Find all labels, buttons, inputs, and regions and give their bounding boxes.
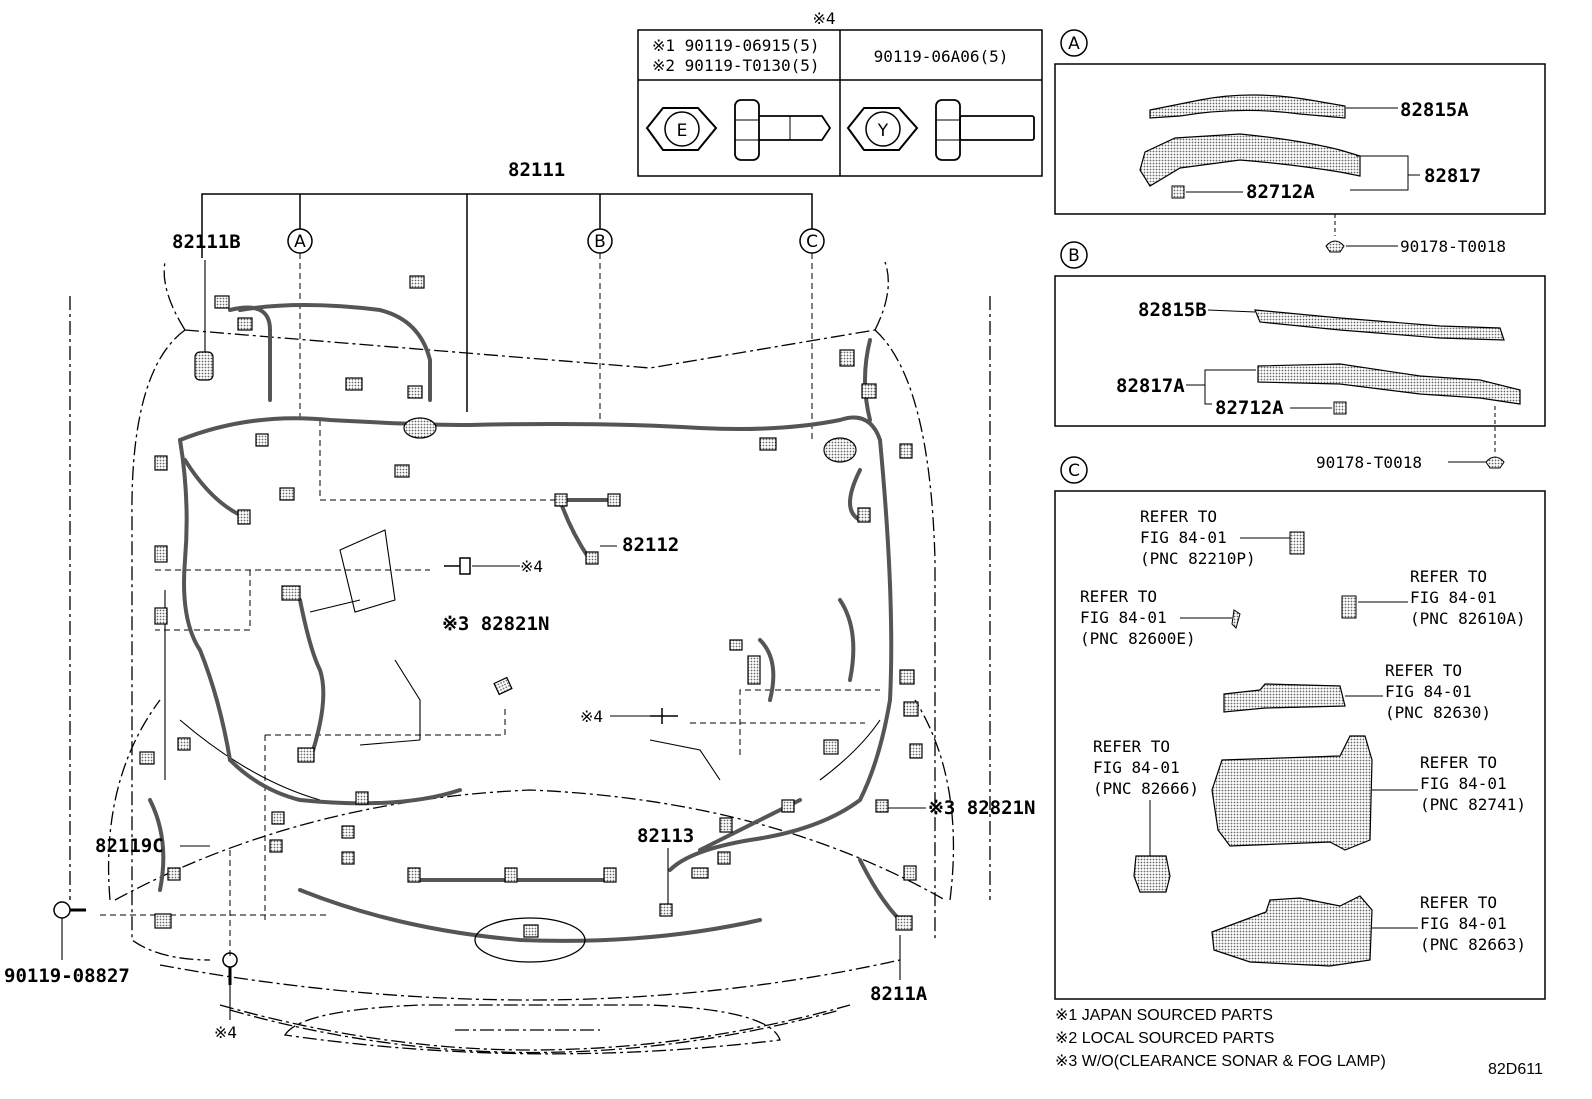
part-82712a-b-icon — [1333, 401, 1347, 415]
refer-82666: REFER TO FIG 84-01 (PNC 82666) — [1093, 737, 1199, 893]
refer-82610a: REFER TO FIG 84-01 (PNC 82610A) — [1341, 567, 1526, 628]
leader-lines — [61, 260, 926, 1020]
spec-right: 90119-06A06(5) — [874, 47, 1009, 66]
svg-text:REFER TO: REFER TO — [1420, 753, 1497, 772]
engine-parts — [164, 529, 881, 801]
part-82666-icon — [1133, 855, 1171, 893]
refer-82210p: REFER TO FIG 84-01 (PNC 82210P) — [1140, 507, 1305, 568]
footnote-3: ※3 W/O(CLEARANCE SONAR & FOG LAMP) — [1055, 1053, 1386, 1070]
label-82119c: 82119C — [95, 835, 164, 857]
harness-82111-label: 82111 — [508, 159, 565, 181]
svg-text:(PNC 82741): (PNC 82741) — [1420, 795, 1526, 814]
clip-icon-a — [1325, 240, 1345, 253]
svg-text:FIG 84-01: FIG 84-01 — [1420, 774, 1507, 793]
label-note4-mid: ※4 — [580, 707, 603, 726]
part-82817a-icon — [1257, 363, 1521, 405]
part-82815a-icon — [1149, 94, 1346, 119]
label-82821n-lower: ※3 82821N — [928, 797, 1035, 819]
svg-text:(PNC 82610A): (PNC 82610A) — [1410, 609, 1526, 628]
part-82817-icon — [1139, 133, 1361, 187]
part-82600e-icon — [1231, 609, 1241, 629]
refer-82741: REFER TO FIG 84-01 (PNC 82741) — [1211, 735, 1526, 851]
svg-text:(PNC 82210P): (PNC 82210P) — [1140, 549, 1256, 568]
svg-text:(PNC 82630): (PNC 82630) — [1385, 703, 1491, 722]
svg-text:B: B — [594, 232, 606, 252]
panel-b: B 82815B 82817A 82712A 90178-T0018 — [1054, 241, 1546, 472]
bolt-e-icon: E — [645, 99, 832, 161]
spec-left-1: ※1 90119-06915(5) — [652, 36, 820, 55]
svg-text:FIG 84-01: FIG 84-01 — [1080, 608, 1167, 627]
callout-a: A — [287, 228, 313, 254]
label-82815b: 82815B — [1138, 299, 1207, 321]
bolt-e-mark: E — [677, 121, 688, 141]
svg-text:FIG 84-01: FIG 84-01 — [1385, 682, 1472, 701]
label-82815a: 82815A — [1400, 99, 1469, 121]
panel-c: C REFER TO FIG 84-01 (PNC 82210P) REFER … — [1054, 456, 1546, 1000]
part-82210p-icon — [1289, 531, 1305, 555]
connectors — [139, 275, 923, 938]
panel-c-tag: C — [1068, 461, 1080, 481]
label-note4-upper: ※4 — [520, 557, 543, 576]
label-note4-lower: ※4 — [214, 1023, 237, 1042]
panel-b-tag: B — [1068, 246, 1080, 266]
label-82712a-b: 82712A — [1215, 397, 1284, 419]
table-ref-note: ※4 — [812, 9, 835, 28]
svg-text:REFER TO: REFER TO — [1140, 507, 1217, 526]
harness-loop-ring — [474, 917, 586, 963]
svg-text:REFER TO: REFER TO — [1410, 567, 1487, 586]
label-82111b: 82111B — [172, 231, 241, 253]
bolt-y-mark: Y — [877, 121, 889, 141]
panel-a-tag: A — [1068, 34, 1080, 54]
label-82712a-a: 82712A — [1246, 181, 1315, 203]
bolt-y-icon: Y — [846, 99, 1035, 161]
clip-icon-b — [1485, 456, 1505, 469]
footnotes: ※1 JAPAN SOURCED PARTS ※2 LOCAL SOURCED … — [1055, 1007, 1543, 1078]
label-82821n-upper: ※3 82821N — [442, 613, 549, 635]
label-82112: 82112 — [622, 534, 679, 556]
label-clip-b: 90178-T0018 — [1316, 453, 1422, 472]
refer-82600e: REFER TO FIG 84-01 (PNC 82600E) — [1080, 587, 1241, 648]
refer-82663: REFER TO FIG 84-01 (PNC 82663) — [1211, 893, 1526, 967]
label-90119-08827: 90119-08827 — [4, 965, 130, 987]
callout-b: B — [587, 228, 613, 254]
svg-text:REFER TO: REFER TO — [1385, 661, 1462, 680]
body-outline — [107, 261, 955, 1055]
part-82712a-icon — [1171, 185, 1185, 199]
engine-room-view: 82111 A B C — [4, 159, 1035, 1055]
dashed-guides — [100, 569, 880, 960]
bolt-spec-table: ※4 ※1 90119-06915(5) ※2 90119-T0130(5) 9… — [637, 9, 1043, 177]
svg-text:FIG 84-01: FIG 84-01 — [1093, 758, 1180, 777]
part-82815b-icon — [1254, 309, 1505, 341]
svg-text:FIG 84-01: FIG 84-01 — [1420, 914, 1507, 933]
svg-text:FIG 84-01: FIG 84-01 — [1410, 588, 1497, 607]
svg-text:C: C — [806, 232, 818, 252]
label-clip-a: 90178-T0018 — [1400, 237, 1506, 256]
figure-id: 82D611 — [1488, 1061, 1543, 1078]
refer-82630: REFER TO FIG 84-01 (PNC 82630) — [1223, 661, 1491, 722]
part-82663-icon — [1211, 895, 1373, 967]
footnote-1: ※1 JAPAN SOURCED PARTS — [1055, 1007, 1273, 1024]
svg-text:REFER TO: REFER TO — [1420, 893, 1497, 912]
label-82817a: 82817A — [1116, 375, 1185, 397]
label-82817: 82817 — [1424, 165, 1481, 187]
svg-text:(PNC 82666): (PNC 82666) — [1093, 779, 1199, 798]
svg-text:(PNC 82663): (PNC 82663) — [1420, 935, 1526, 954]
bolt-fastener-icons — [53, 557, 678, 985]
part-82630-icon — [1223, 683, 1346, 713]
label-82113: 82113 — [637, 825, 694, 847]
svg-text:REFER TO: REFER TO — [1093, 737, 1170, 756]
panel-a: A 82815A 82817 82712A 90178-T0018 — [1054, 29, 1546, 256]
part-82741-icon — [1211, 735, 1373, 851]
svg-text:REFER TO: REFER TO — [1080, 587, 1157, 606]
svg-text:A: A — [294, 232, 306, 252]
callout-c: C — [799, 228, 825, 254]
footnote-2: ※2 LOCAL SOURCED PARTS — [1055, 1030, 1274, 1047]
spec-left-2: ※2 90119-T0130(5) — [652, 56, 820, 75]
svg-text:FIG 84-01: FIG 84-01 — [1140, 528, 1227, 547]
part-82610a-icon — [1341, 595, 1357, 619]
label-8211a: 8211A — [870, 983, 928, 1005]
svg-text:(PNC 82600E): (PNC 82600E) — [1080, 629, 1196, 648]
